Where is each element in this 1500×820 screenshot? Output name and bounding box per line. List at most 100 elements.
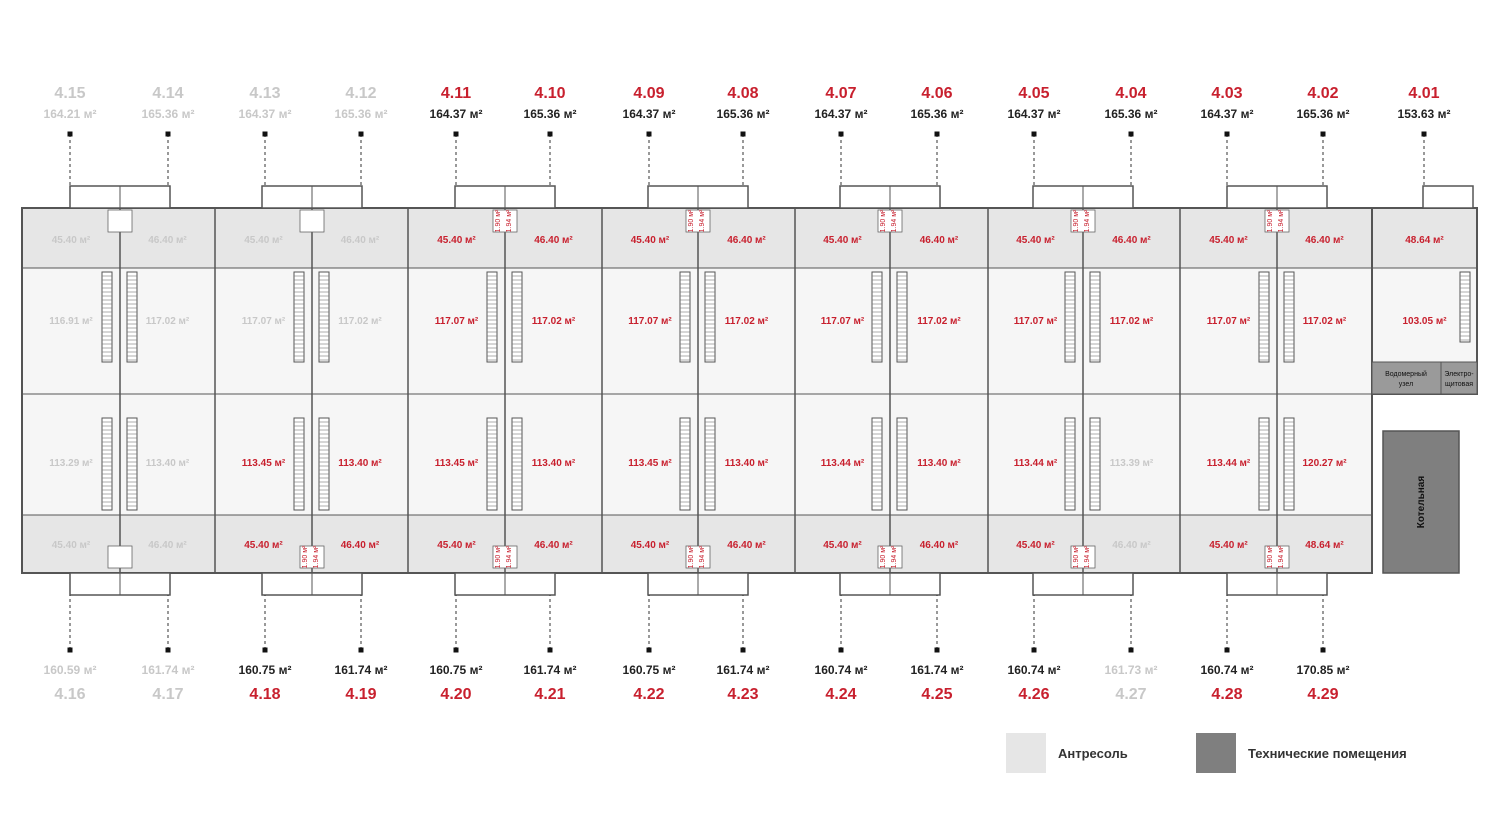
stair xyxy=(486,271,498,363)
unit-area: 153.63 м² xyxy=(1398,107,1451,121)
mezzanine-top xyxy=(1083,208,1180,268)
room-area: 46.40 м² xyxy=(534,540,573,551)
room-area: 45.40 м² xyxy=(1209,235,1248,246)
wc xyxy=(685,545,711,569)
unit-area: 165.36 м² xyxy=(1105,107,1158,121)
room-area: 113.44 м² xyxy=(1014,458,1058,469)
room-area: 45.40 м² xyxy=(437,540,476,551)
unit-area: 164.37 м² xyxy=(623,107,676,121)
building-floor xyxy=(22,208,1372,573)
unit-area: 161.74 м² xyxy=(335,663,388,677)
room-area: 45.40 м² xyxy=(823,540,862,551)
stair xyxy=(1283,417,1295,511)
wc xyxy=(107,545,133,569)
mezzanine-bottom xyxy=(698,515,795,573)
wc xyxy=(1264,545,1290,569)
unit-number: 4.10 xyxy=(534,85,565,102)
room-area: 45.40 м² xyxy=(631,540,670,551)
unit-area: 160.59 м² xyxy=(44,663,97,677)
wc-area: 1.94 м² xyxy=(891,545,898,568)
room-area: 46.40 м² xyxy=(148,540,187,551)
unit-area: 161.74 м² xyxy=(911,663,964,677)
wc-area: 1.94 м² xyxy=(506,209,513,232)
pointer-marker xyxy=(165,647,171,653)
unit-area: 165.36 м² xyxy=(524,107,577,121)
wc-area: 1.90 м² xyxy=(1267,209,1274,232)
unit-number: 4.20 xyxy=(440,686,471,703)
unit-area: 161.74 м² xyxy=(717,663,770,677)
pointer-marker xyxy=(358,131,364,137)
unit-number: 4.03 xyxy=(1211,85,1242,102)
pointer-marker xyxy=(1224,647,1230,653)
pointer-marker xyxy=(165,131,171,137)
water-meter-label-2: узел xyxy=(1399,381,1413,388)
stair xyxy=(1258,417,1270,511)
unit-area: 164.37 м² xyxy=(815,107,868,121)
unit-number: 4.14 xyxy=(152,85,183,102)
unit-number: 4.29 xyxy=(1307,686,1338,703)
room-area: 45.40 м² xyxy=(244,540,283,551)
mezzanine-bottom xyxy=(890,515,988,573)
unit-number: 4.13 xyxy=(249,85,280,102)
room-area: 46.40 м² xyxy=(341,540,380,551)
wc-area: 1.94 м² xyxy=(699,209,706,232)
pointer-marker xyxy=(547,647,553,653)
room-area: 113.40 м² xyxy=(725,458,769,469)
stair xyxy=(679,417,691,511)
room-area: 45.40 м² xyxy=(1016,540,1055,551)
mezzanine-bottom xyxy=(215,515,312,573)
pointer-marker xyxy=(1031,131,1037,137)
unit-area: 161.73 м² xyxy=(1105,663,1158,677)
wc-area: 1.90 м² xyxy=(302,545,309,568)
room-area: 113.44 м² xyxy=(821,458,865,469)
boiler-room xyxy=(1382,430,1460,574)
unit-number: 4.16 xyxy=(54,686,85,703)
mezzanine-top xyxy=(22,208,120,268)
mezzanine-bottom xyxy=(1083,515,1180,573)
room-area: 117.07 м² xyxy=(1207,316,1251,327)
unit-number: 4.26 xyxy=(1018,686,1049,703)
unit-area: 164.37 м² xyxy=(1201,107,1254,121)
unit-number: 4.09 xyxy=(633,85,664,102)
mezzanine-bottom xyxy=(22,515,120,573)
room-area-labels: 45.40 м² 46.40 м² 45.40 м² 46.40 м² 45.40 м²… xyxy=(49,209,1447,568)
room-area: 45.40 м² xyxy=(1209,540,1248,551)
wc-area: 1.90 м² xyxy=(1267,545,1274,568)
wc-area: 1.90 м² xyxy=(880,545,887,568)
vestibule xyxy=(1422,185,1474,209)
pointer-marker xyxy=(740,647,746,653)
room-area: 117.02 м² xyxy=(725,316,769,327)
room-area: 45.40 м² xyxy=(437,235,476,246)
legend-technical-label: Технические помещения xyxy=(1248,745,1407,761)
wc xyxy=(1070,545,1096,569)
stair xyxy=(101,417,113,511)
mezzanine-top xyxy=(408,208,505,268)
room-fills xyxy=(22,208,1477,573)
room-area: 117.07 м² xyxy=(821,316,865,327)
room-area: 113.44 м² xyxy=(1207,458,1251,469)
wc-area: 1.94 м² xyxy=(1278,545,1285,568)
mezzanine-bottom xyxy=(1180,515,1277,573)
wc-area: 1.90 м² xyxy=(495,209,502,232)
unit-area: 161.74 м² xyxy=(142,663,195,677)
wc xyxy=(1070,209,1096,233)
pointer-marker xyxy=(838,131,844,137)
legend-mezzanine: Антресоль xyxy=(1006,733,1128,773)
unit-number: 4.27 xyxy=(1115,686,1146,703)
mezzanine-bottom xyxy=(602,515,698,573)
unit-area: 164.37 м² xyxy=(239,107,292,121)
pointer-marker xyxy=(67,647,73,653)
pointer-marker xyxy=(547,131,553,137)
wc-area: 1.90 м² xyxy=(495,545,502,568)
unit-number: 4.01 xyxy=(1408,85,1439,102)
unit-area: 160.74 м² xyxy=(1008,663,1061,677)
room-area: 45.40 м² xyxy=(52,235,91,246)
legend-mezzanine-swatch xyxy=(1006,733,1046,773)
room-area: 46.40 м² xyxy=(1112,540,1151,551)
pointer-marker xyxy=(1320,131,1326,137)
stair xyxy=(486,417,498,511)
stair xyxy=(679,271,691,363)
stair xyxy=(1459,271,1471,343)
